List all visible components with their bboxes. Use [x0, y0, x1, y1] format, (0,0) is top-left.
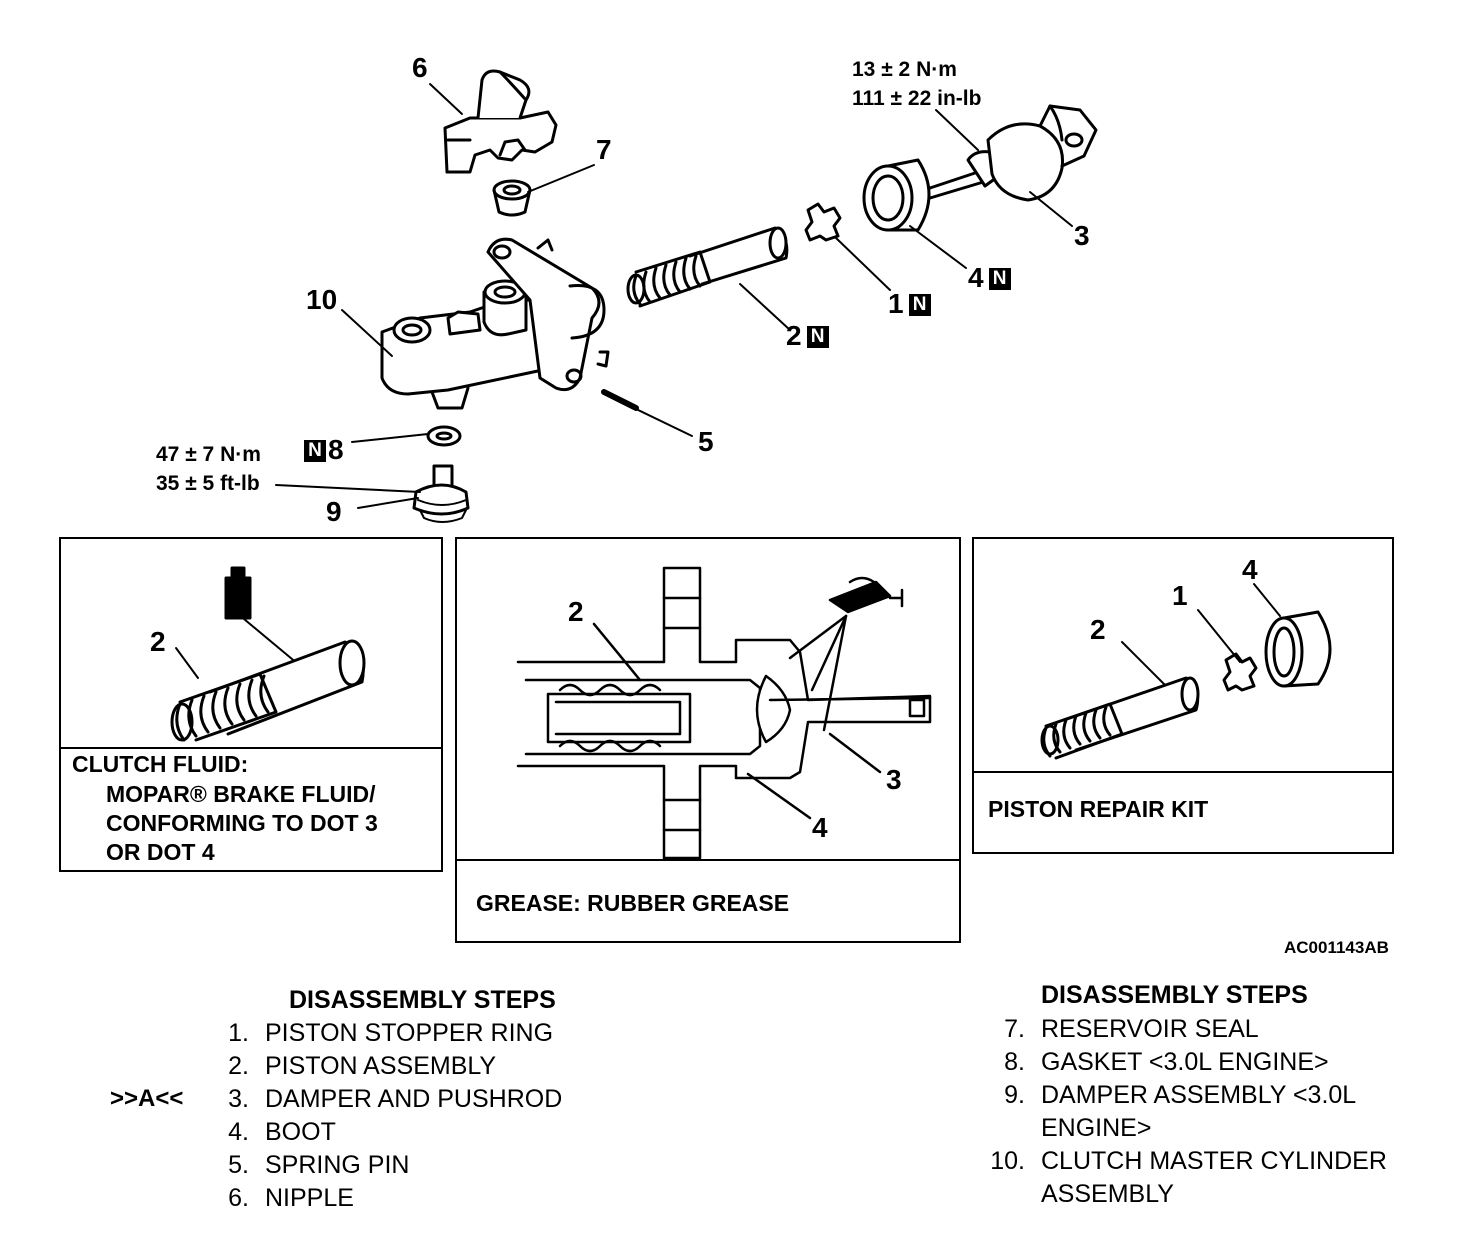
fluid-panel-line-1: MOPAR® BRAKE FLUID/ [106, 781, 376, 807]
step-text: GASKET <3.0L ENGINE> [1041, 1048, 1329, 1076]
callout-6: 6 [412, 52, 428, 83]
step-text: ENGINE> [1041, 1114, 1152, 1142]
step-text: DAMPER ASSEMBLY <3.0L [1041, 1081, 1357, 1109]
step-number: 4. [228, 1118, 249, 1146]
figure-reference: AC001143AB [1284, 938, 1389, 957]
step-5: 5. SPRING PIN [203, 1149, 683, 1182]
step-text: RESERVOIR SEAL [1041, 1015, 1259, 1043]
step-number: 3. [228, 1085, 249, 1113]
damper-assembly-part [412, 464, 470, 523]
steps-right-title: DISASSEMBLY STEPS [1041, 981, 1308, 1009]
step-text: CLUTCH MASTER CYLINDER [1041, 1147, 1387, 1175]
torque-damper-nm: 13 ± 2 N·m [852, 58, 957, 81]
callout-2-number: 2 [786, 320, 802, 351]
step-2: 2. PISTON ASSEMBLY [203, 1050, 683, 1083]
callout-9: 9 [326, 496, 342, 527]
grease-panel-callout-3: 3 [886, 764, 902, 795]
damper-pushrod-part [928, 104, 1098, 202]
fluid-panel-title: CLUTCH FLUID: [72, 751, 249, 777]
step-text: DAMPER AND PUSHROD [265, 1085, 563, 1113]
grease-panel-divider [457, 859, 959, 861]
torque-assembly-ftlb: 35 ± 5 ft-lb [156, 472, 260, 495]
torque-damper: 13 ± 2 N·m 111 ± 22 in-lb [852, 55, 981, 113]
torque-assembly-nm: 47 ± 7 N·m [156, 443, 261, 466]
fluid-panel-divider [61, 747, 441, 749]
step-number: 10. [990, 1147, 1025, 1175]
step-text: PISTON STOPPER RING [265, 1019, 554, 1047]
step-text: NIPPLE [265, 1184, 354, 1212]
new-part-badge: N [908, 294, 931, 316]
step-9: 9. DAMPER ASSEMBLY <3.0L [979, 1079, 1449, 1112]
step-6: 6. NIPPLE [203, 1182, 683, 1215]
grease-panel-callout-2: 2 [568, 596, 584, 627]
step-number: 7. [1004, 1015, 1025, 1043]
step-4: 4. BOOT [203, 1116, 683, 1149]
stopper-ring-part [804, 202, 842, 242]
callout-3: 3 [1074, 220, 1090, 251]
procedure-marker-a: >>A<< [110, 1085, 184, 1112]
callout-7: 7 [596, 134, 612, 165]
step-1: 1. PISTON STOPPER RING [203, 1017, 683, 1050]
nipple-part [443, 69, 558, 174]
step-text: ASSEMBLY [1041, 1180, 1174, 1208]
grease-panel-art [516, 566, 932, 860]
callout-5: 5 [698, 426, 714, 457]
kit-panel-divider [974, 771, 1392, 773]
step-3: 3. DAMPER AND PUSHROD [203, 1083, 683, 1116]
callout-4-number: 4 [968, 262, 984, 293]
step-number: 2. [228, 1052, 249, 1080]
master-cylinder-part [380, 237, 610, 410]
callout-10: 10 [306, 284, 338, 315]
new-part-badge: N [304, 440, 326, 462]
step-10: 10. CLUTCH MASTER CYLINDER [979, 1145, 1449, 1178]
boot-part [862, 158, 931, 232]
kit-panel [972, 537, 1394, 854]
steps-left-title: DISASSEMBLY STEPS [289, 986, 556, 1014]
fluid-panel-line-2: CONFORMING TO DOT 3 [106, 810, 378, 836]
leader-lines [275, 83, 1073, 509]
step-number: 8. [1004, 1048, 1025, 1076]
step-number: 6. [228, 1184, 249, 1212]
spring-pin-part [601, 389, 639, 411]
torque-assembly: 47 ± 7 N·m 35 ± 5 ft-lb [156, 440, 261, 498]
kit-panel-callout-4: 4 [1242, 554, 1258, 585]
reservoir-seal-part [492, 179, 532, 217]
callout-8-number: 8 [328, 434, 344, 465]
step-number: 9. [1004, 1081, 1025, 1109]
fluid-panel-art [170, 566, 366, 742]
kit-panel-text: PISTON REPAIR KIT [988, 796, 1209, 822]
kit-panel-callout-2: 2 [1090, 614, 1106, 645]
step-number: 5. [228, 1151, 249, 1179]
step-8: 8. GASKET <3.0L ENGINE> [979, 1046, 1449, 1079]
fluid-panel [59, 537, 443, 872]
grease-panel-callout-4: 4 [812, 812, 828, 843]
step-text: SPRING PIN [265, 1151, 410, 1179]
step-text: PISTON ASSEMBLY [265, 1052, 497, 1080]
callout-1-number: 1 [888, 288, 904, 319]
gasket-part [426, 425, 462, 447]
step-7: 7. RESERVOIR SEAL [979, 1013, 1449, 1046]
fluid-panel-line-3: OR DOT 4 [106, 839, 215, 865]
new-part-badge: N [806, 326, 829, 348]
new-part-badge: N [988, 268, 1011, 290]
step-number: 1. [228, 1019, 249, 1047]
kit-panel-callout-1: 1 [1172, 580, 1188, 611]
fluid-panel-callout-2: 2 [150, 626, 166, 657]
grease-panel [455, 537, 961, 943]
step-10-continued: ASSEMBLY [979, 1178, 1449, 1211]
kit-panel-art [1040, 583, 1332, 760]
step-9-continued: ENGINE> [979, 1112, 1449, 1145]
torque-damper-inlb: 111 ± 22 in-lb [852, 87, 982, 110]
step-text: BOOT [265, 1118, 336, 1146]
grease-panel-text: GREASE: RUBBER GREASE [476, 890, 790, 916]
piston-assembly-part [626, 226, 789, 308]
